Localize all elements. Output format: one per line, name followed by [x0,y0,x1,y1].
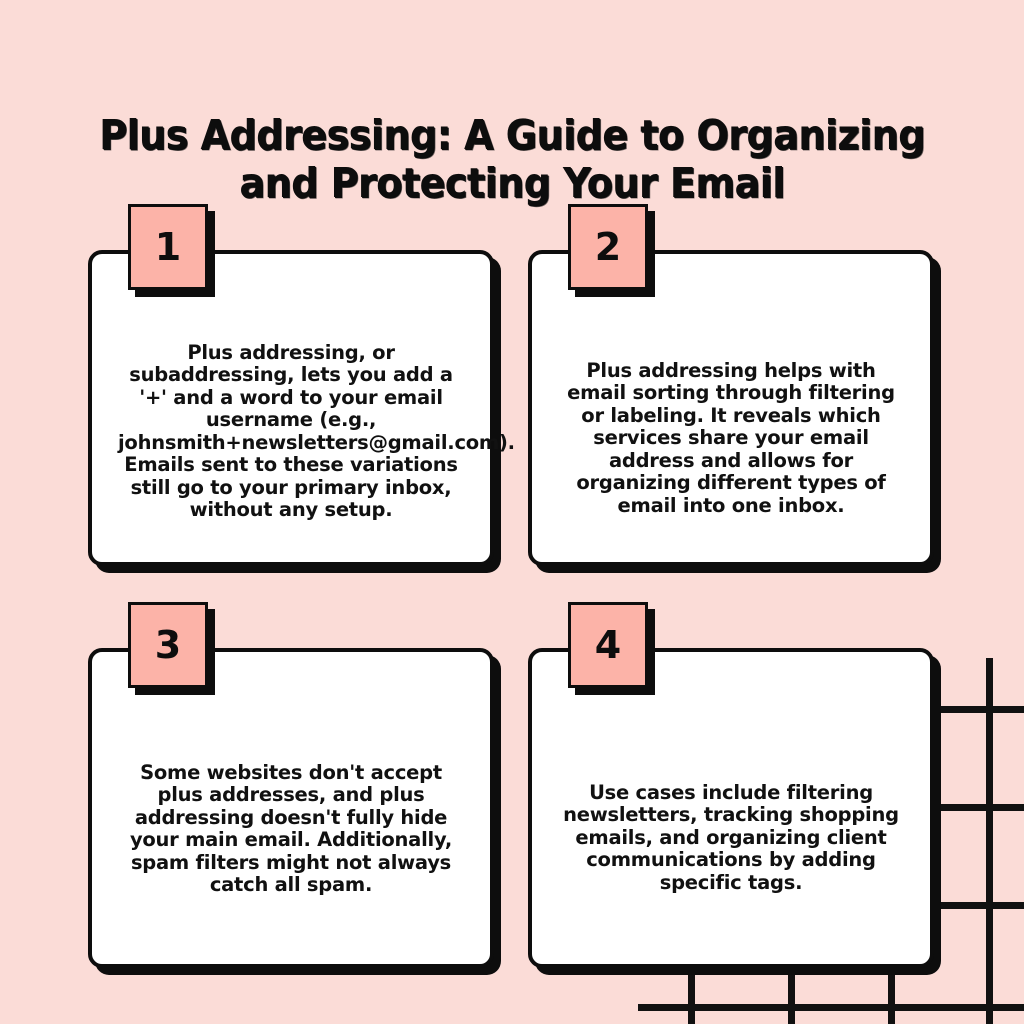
info-card-1-text: Plus addressing, or subaddressing, lets … [118,340,515,521]
grid-line-vertical-3 [888,968,895,1024]
info-card-2: Plus addressing helps with email sorting… [528,250,934,566]
grid-line-vertical-1 [688,968,695,1024]
grid-line-horizontal-1 [934,706,1024,713]
info-card-4-text: Use cases include filtering newsletters,… [563,780,899,894]
grid-line-vertical-2 [788,968,795,1024]
info-card-3: Some websites don't accept plus addresse… [88,648,494,968]
step-number-badge-2: 2 [568,204,648,290]
info-card-1: Plus addressing, or subaddressing, lets … [88,250,515,566]
page-title-line-2: and Protecting Your Email [239,159,785,208]
info-card-4: Use cases include filtering newsletters,… [528,648,934,968]
step-number-badge-3: 3 [128,602,208,688]
grid-line-horizontal-4 [638,1004,1024,1011]
step-number-badge-1: 1 [128,204,208,290]
info-card-3-text: Some websites don't accept plus addresse… [129,760,453,896]
grid-line-horizontal-3 [934,902,1024,909]
grid-line-vertical-4 [986,658,993,1024]
info-card-2-text: Plus addressing helps with email sorting… [567,358,895,517]
page-title-line-1: Plus Addressing: A Guide to Organizing [99,111,925,160]
page-title: Plus Addressing: A Guide to Organizing a… [94,111,931,207]
step-number-badge-4: 4 [568,602,648,688]
grid-line-horizontal-2 [934,804,1024,811]
